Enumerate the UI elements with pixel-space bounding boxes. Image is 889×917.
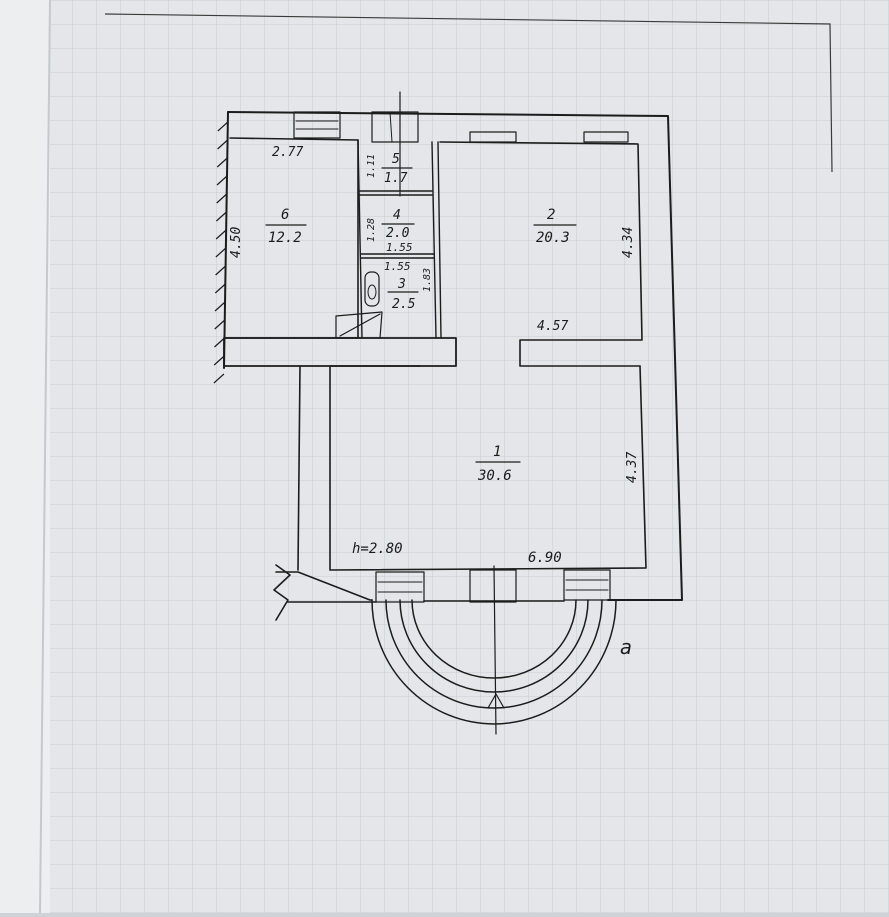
room-5-area: 1.7: [384, 171, 408, 186]
hatch-tick: [216, 175, 228, 186]
stair-landing: [335, 311, 383, 339]
room-3-area: 2.5: [392, 297, 416, 312]
paper-grid: [40, 0, 889, 913]
hatch-tick: [216, 157, 228, 168]
room-4-number: 4: [393, 208, 401, 223]
entrance-arrow-line: [493, 565, 497, 735]
dim-room3-side: 1.83: [422, 268, 433, 292]
hatch-tick: [217, 139, 228, 150]
room-1-left-wall-outer: [297, 365, 301, 571]
sheet-border-top-right: [104, 13, 833, 173]
hatch-tick: [217, 121, 229, 132]
exterior-wall-left: [223, 111, 229, 369]
hatch-tick: [214, 301, 226, 312]
window-room-2-a: [469, 131, 517, 143]
ceiling-height: h=2.80: [352, 541, 403, 557]
entry-step-4: [411, 599, 577, 679]
paper-fold-line: [39, 0, 51, 914]
hatch-tick: [216, 193, 228, 204]
entrance-arrow-head: [487, 693, 505, 709]
window-room-2-b: [583, 131, 629, 143]
entry-step-1: [371, 599, 617, 725]
dim-room2-right: 4.34: [621, 227, 636, 258]
hatch-tick: [216, 211, 227, 222]
room-2-outline: [439, 141, 643, 367]
hatch-tick: [215, 229, 227, 240]
toilet-fixture: [364, 271, 380, 307]
room-3-number: 3: [397, 277, 406, 292]
entry-step-3: [399, 599, 589, 693]
vent-block-divider: [389, 111, 393, 143]
wall-sanitary-left: [357, 139, 363, 339]
hatch-tick: [215, 265, 226, 276]
room-2-number: 2: [547, 207, 555, 223]
stair-landing-diagonal: [339, 313, 381, 337]
room-6-number: 6: [281, 207, 289, 223]
dim-room1-bottom: 6.90: [528, 550, 562, 566]
room-1-number: 1: [493, 444, 501, 460]
toilet-bowl: [367, 284, 377, 300]
room-1-area: 30.6: [477, 468, 512, 484]
hatch-tick: [214, 283, 226, 294]
room-6-area: 12.2: [268, 230, 302, 246]
entrance-door: [469, 569, 517, 603]
dim-room6-left: 4.50: [229, 227, 244, 258]
exterior-wall-outer: [227, 111, 683, 601]
dim-room1-right: 4.37: [625, 452, 640, 483]
wall-hatching: [213, 121, 229, 384]
dim-room4-side: 1.28: [366, 218, 377, 242]
hatch-tick: [213, 355, 225, 366]
sheet-marker: a: [620, 635, 632, 659]
dim-room5-side: 1.11: [366, 154, 377, 178]
wall-sanitary-right: [431, 141, 437, 339]
room-5-number: 5: [392, 152, 400, 167]
hatch-tick: [213, 373, 225, 384]
window-room-6: [293, 111, 341, 139]
wall-sanitary-right-inner: [437, 141, 442, 339]
dim-room6-top: 2.77: [272, 145, 303, 160]
dim-room2-bottom: 4.57: [537, 319, 568, 334]
dim-room3-top: 1.55: [384, 260, 411, 273]
vent-block: [371, 111, 419, 143]
room-1-outline: [329, 365, 647, 571]
dim-room4-bottom: 1.55: [386, 241, 413, 254]
window-room-1-right: [563, 569, 611, 601]
hatch-tick: [215, 247, 227, 258]
hatch-tick: [214, 319, 226, 330]
entry-step-2: [385, 599, 603, 709]
hatch-tick: [214, 337, 225, 348]
room-2-area: 20.3: [536, 230, 570, 246]
break-mark: [273, 564, 291, 621]
room-4-area: 2.0: [386, 226, 410, 241]
